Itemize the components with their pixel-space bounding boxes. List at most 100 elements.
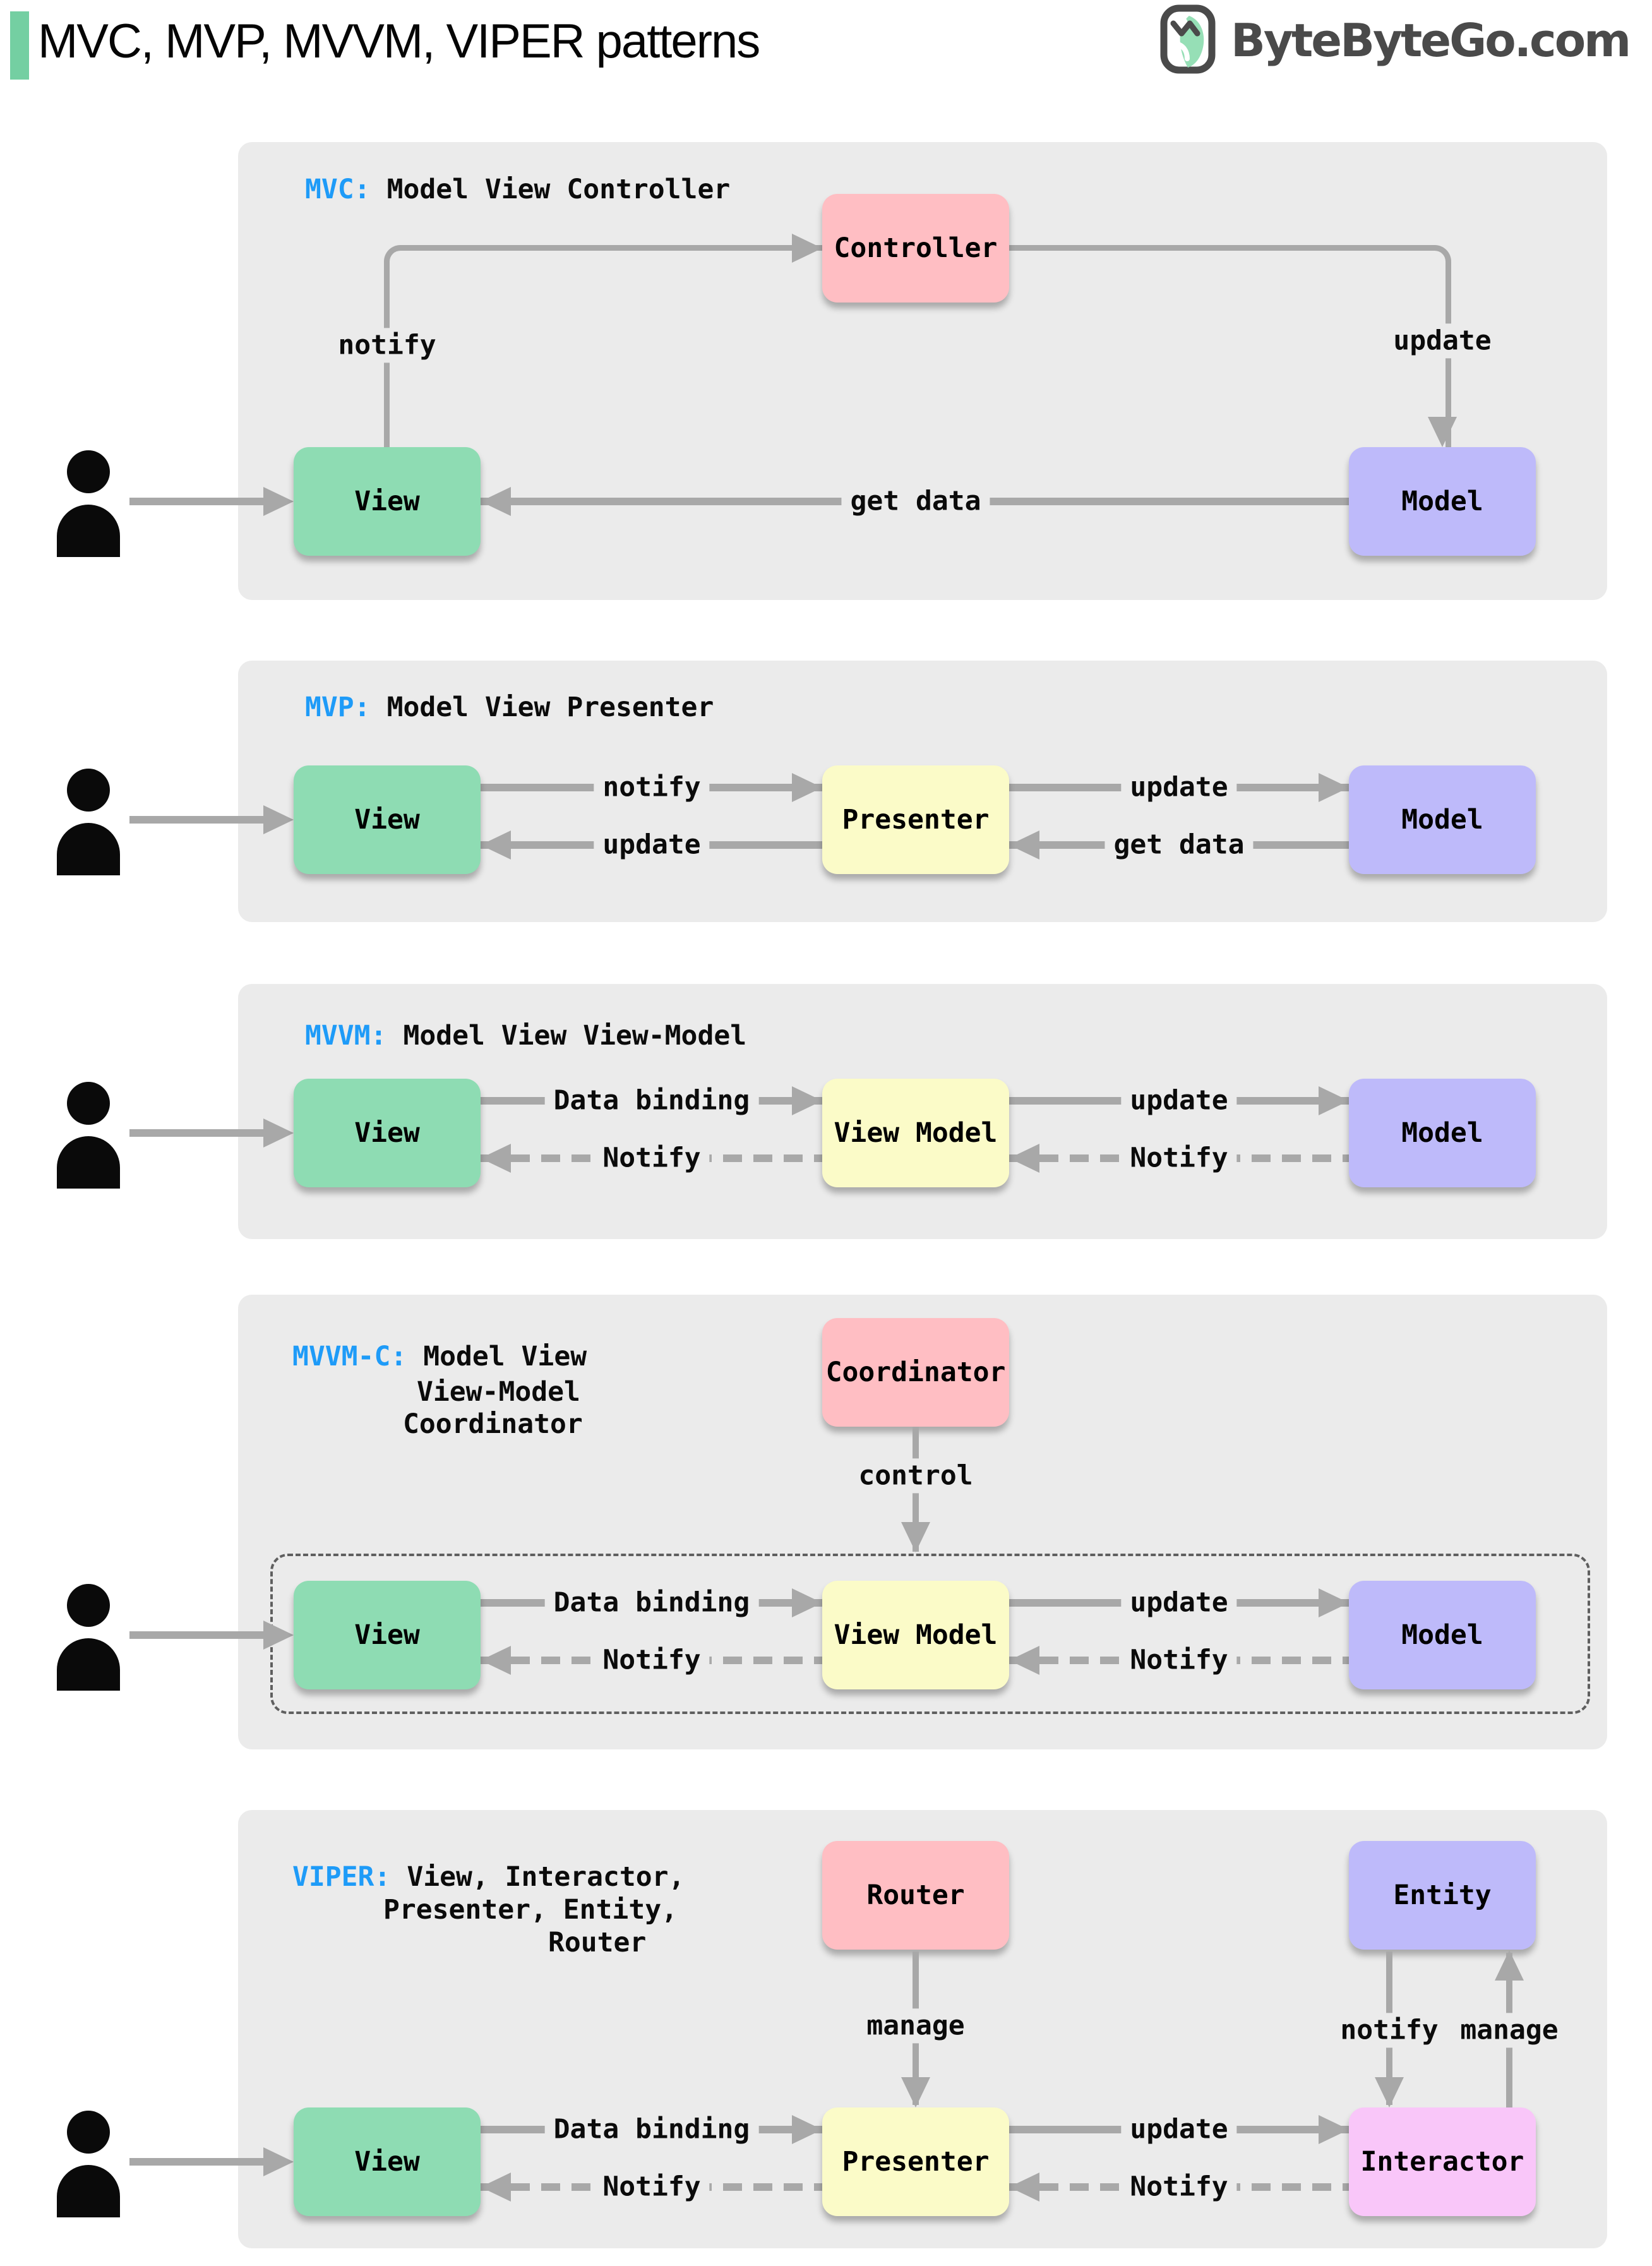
viper-notify-presenter-arrow-label: Notify xyxy=(1121,2169,1237,2205)
mvvm-notify-view-arrow-label: Notify xyxy=(594,1141,710,1176)
viper-manage-entity-arrowhead-icon xyxy=(1495,1950,1524,1981)
viper-user-arrowhead-icon xyxy=(263,2147,294,2176)
mvp-view-box: View xyxy=(294,765,481,874)
mvvm-update-arrow-label: update xyxy=(1121,1083,1237,1118)
viper-user-arrow-line xyxy=(129,2158,265,2166)
user-icon xyxy=(51,765,126,875)
mvvmc-notify-vm-arrowhead-icon xyxy=(1009,1646,1039,1675)
viper-section-label-line2: Presenter, Entity, xyxy=(383,1894,678,1926)
mvvmc-coordinator-box: Coordinator xyxy=(822,1318,1009,1427)
mvvm-user-arrow-line xyxy=(129,1129,265,1137)
mvvm-tag: MVVM: xyxy=(305,1020,387,1052)
mvp-update-model-arrow-label: update xyxy=(1121,770,1237,805)
viper-notify-view-arrowhead-icon xyxy=(481,2173,511,2202)
mvvmc-view-box: View xyxy=(294,1581,481,1689)
mvvm-notify-vm-arrowhead-icon xyxy=(1009,1144,1039,1173)
mvvmc-notify-view-arrowhead-icon xyxy=(481,1646,511,1675)
mvvm-section-label: MVVM:Model View View-Model xyxy=(305,1019,746,1053)
viper-update-arrow-label: update xyxy=(1121,2112,1237,2147)
brand-logo: ByteByteGo.com xyxy=(1159,4,1631,76)
mvc-user-arrow-line xyxy=(129,498,265,505)
mvvm-notify-vm-arrow-label: Notify xyxy=(1121,1141,1237,1176)
viper-notify-view-arrow-label: Notify xyxy=(594,2169,710,2205)
mvvmc-viewmodel-box: View Model xyxy=(822,1581,1009,1689)
mvvm-notify-view-arrowhead-icon xyxy=(481,1144,511,1173)
mvvmc-databinding-arrowhead-icon xyxy=(792,1588,822,1617)
mvvm-databinding-arrow-label: Data binding xyxy=(544,1083,759,1118)
title-accent-bar xyxy=(10,11,29,80)
viper-view-box: View xyxy=(294,2107,481,2216)
viper-section-label-line1: VIPER: View, Interactor, xyxy=(292,1860,685,1894)
mvc-desc: Model View Controller xyxy=(386,174,731,205)
mvc-model-box: Model xyxy=(1349,447,1536,556)
mvp-model-box: Model xyxy=(1349,765,1536,874)
mvp-user-arrowhead-icon xyxy=(263,805,294,834)
viper-notify-entity-arrowhead-icon xyxy=(1375,2077,1404,2107)
mvp-notify-arrowhead-icon xyxy=(792,773,822,802)
mvvm-update-arrowhead-icon xyxy=(1319,1086,1349,1115)
mvvm-databinding-arrowhead-icon xyxy=(792,1086,822,1115)
mvp-getdata-arrow-label: get data xyxy=(1104,827,1254,863)
viper-router-box: Router xyxy=(822,1841,1009,1950)
viper-desc-line1: View, Interactor, xyxy=(407,1861,685,1893)
mvc-notify-elbow-line xyxy=(384,245,828,453)
viper-section-label-line3: Router xyxy=(548,1927,647,1958)
mvvm-user-arrowhead-icon xyxy=(263,1118,294,1148)
mvp-desc: Model View Presenter xyxy=(386,692,714,723)
viper-tag: VIPER: xyxy=(292,1861,391,1893)
mvvmc-control-arrowhead-icon xyxy=(901,1522,930,1552)
mvp-getdata-arrowhead-icon xyxy=(1009,830,1039,860)
mvc-notify-arrow-label: notify xyxy=(329,328,445,363)
mvc-user-arrowhead-icon xyxy=(263,487,294,516)
user-icon xyxy=(51,1078,126,1189)
mvvmc-model-box: Model xyxy=(1349,1581,1536,1689)
mvvmc-update-arrow-label: update xyxy=(1121,1585,1237,1621)
viper-notify-presenter-arrowhead-icon xyxy=(1009,2173,1039,2202)
mvvmc-databinding-arrow-label: Data binding xyxy=(544,1585,759,1621)
mvp-update-view-arrow-label: update xyxy=(594,827,710,863)
mvc-getdata-arrow-label: get data xyxy=(841,484,990,519)
brand-name: ByteByteGo.com xyxy=(1231,14,1631,67)
mvvmc-update-arrowhead-icon xyxy=(1319,1588,1349,1617)
mvvmc-tag: MVVM-C: xyxy=(292,1341,407,1372)
viper-manage-router-arrow-label: manage xyxy=(858,2008,974,2044)
mvvmc-user-arrow-line xyxy=(129,1631,265,1639)
user-icon xyxy=(51,447,126,557)
mvp-update-view-arrowhead-icon xyxy=(481,830,511,860)
mvc-tag: MVC: xyxy=(305,174,371,205)
mvvm-viewmodel-box: View Model xyxy=(822,1079,1009,1187)
mvvmc-desc-line1: Model View xyxy=(423,1341,587,1372)
viper-interactor-box: Interactor xyxy=(1349,2107,1536,2216)
user-icon xyxy=(51,1580,126,1691)
mvc-update-arrow-label: update xyxy=(1384,323,1500,359)
mvp-presenter-box: Presenter xyxy=(822,765,1009,874)
mvvm-view-box: View xyxy=(294,1079,481,1187)
mvp-update-model-arrowhead-icon xyxy=(1319,773,1349,802)
viper-databinding-arrowhead-icon xyxy=(792,2115,822,2144)
mvc-section-label: MVC: Model View Controller xyxy=(305,172,730,207)
mvvmc-section-label-line1: MVVM-C: Model View xyxy=(292,1340,587,1374)
mvp-section-label: MVP: Model View Presenter xyxy=(305,690,714,724)
mvp-notify-arrow-label: notify xyxy=(594,770,710,805)
viper-databinding-arrow-label: Data binding xyxy=(544,2112,759,2147)
mvc-controller-box: Controller xyxy=(822,194,1009,303)
mvc-view-box: View xyxy=(294,447,481,556)
viper-manage-router-arrowhead-icon xyxy=(901,2077,930,2107)
viper-manage-entity-arrow-label: manage xyxy=(1451,2013,1567,2048)
mvp-tag: MVP: xyxy=(305,692,371,723)
page-title: MVC, MVP, MVVM, VIPER patterns xyxy=(38,15,760,68)
viper-presenter-box: Presenter xyxy=(822,2107,1009,2216)
viper-entity-box: Entity xyxy=(1349,1841,1536,1950)
mvvmc-notify-vm-arrow-label: Notify xyxy=(1121,1643,1237,1678)
mvvm-model-box: Model xyxy=(1349,1079,1536,1187)
bytebytego-bird-icon xyxy=(1159,4,1221,76)
mvc-update-arrowhead-icon xyxy=(1428,417,1457,447)
mvvmc-notify-view-arrow-label: Notify xyxy=(594,1643,710,1678)
mvp-user-arrow-line xyxy=(129,816,265,824)
mvvmc-control-arrow-label: control xyxy=(849,1458,982,1494)
mvvmc-section-label-line2: View-Model xyxy=(417,1376,580,1408)
viper-notify-entity-arrow-label: notify xyxy=(1331,2013,1447,2048)
mvvmc-section-label-line3: Coordinator xyxy=(403,1408,583,1440)
mvc-notify-arrowhead-icon xyxy=(792,234,822,263)
